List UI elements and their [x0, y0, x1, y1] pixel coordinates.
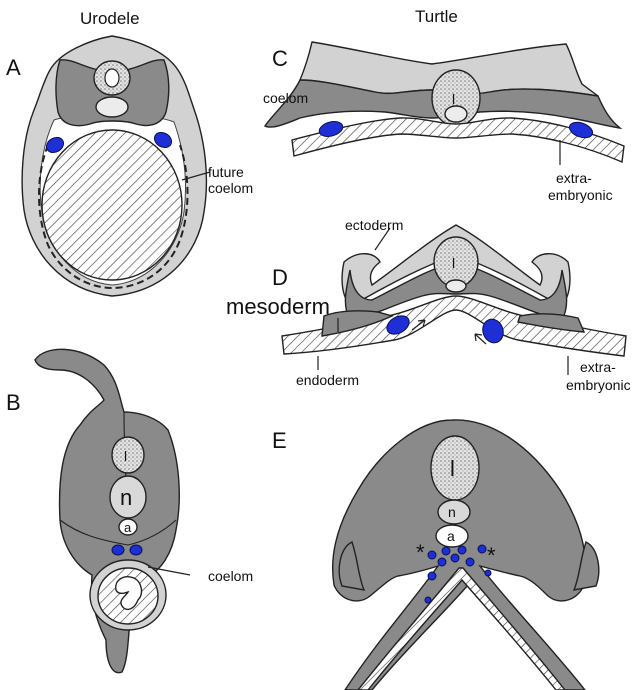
panel-e-cell — [458, 546, 466, 554]
panel-e-cell — [428, 551, 436, 559]
panel-b-letter: B — [6, 390, 21, 415]
panel-e-aorta-letter: a — [447, 528, 455, 544]
panel-d-mesoderm-text: mesoderm — [226, 294, 330, 319]
panel-b-cell-right — [130, 545, 142, 555]
panel-c: C l coelom extra- embryonic — [263, 42, 624, 203]
heading-turtle: Turtle — [415, 7, 458, 26]
panel-e-tube-letter: l — [450, 456, 455, 481]
panel-e-letter: E — [272, 428, 287, 453]
panel-b: B l n a coelom — [6, 349, 253, 672]
panel-b-tube-letter: l — [124, 448, 127, 464]
panel-d: D l ectoderm mesoderm endoderm extra- em… — [226, 217, 631, 393]
panel-a-letter: A — [6, 55, 21, 80]
panel-d-tube-letter: l — [452, 255, 455, 271]
panel-c-letter: C — [272, 46, 288, 71]
panel-a: A future coelom — [6, 36, 253, 296]
panel-e-star-left: * — [416, 540, 425, 565]
panel-d-notochord — [446, 280, 466, 292]
panel-b-notochord-letter: n — [120, 485, 132, 510]
panel-c-tube-letter: l — [452, 91, 455, 107]
panel-c-extra1-text: extra- — [556, 170, 592, 186]
panel-c-extra2-text: embryonic — [548, 187, 613, 203]
panel-d-extra2-text: embryonic — [566, 377, 631, 393]
panel-a-coelom-text: coelom — [208, 180, 253, 196]
panel-e-neural-tube — [431, 436, 479, 500]
panel-b-cell-left — [112, 545, 124, 555]
panel-b-coelom-text: coelom — [208, 568, 253, 584]
panel-e-cell — [438, 558, 446, 566]
panel-e-cell — [428, 572, 436, 580]
panel-b-neural-tube — [112, 437, 144, 473]
panel-e-cell — [425, 597, 431, 603]
panel-e-cell — [466, 558, 474, 566]
heading-urodele: Urodele — [80, 9, 140, 28]
panel-e-notochord-letter: n — [448, 504, 456, 520]
panel-a-neural-canal — [105, 69, 119, 87]
panel-e-cell — [478, 545, 486, 553]
panel-c-notochord — [445, 106, 467, 122]
panel-e-cell — [442, 547, 450, 555]
panel-b-aorta-letter: a — [124, 520, 132, 535]
panel-d-endoderm-text: endoderm — [296, 372, 359, 388]
panel-a-future-text: future — [208, 164, 244, 180]
panel-a-notochord — [96, 97, 128, 117]
panel-e: E l n a * * — [272, 420, 599, 690]
panel-d-extra1-text: extra- — [580, 359, 616, 375]
panel-d-letter: D — [272, 265, 288, 290]
panel-e-cell — [451, 554, 459, 562]
panel-d-ectoderm-text: ectoderm — [345, 217, 403, 233]
panel-c-coelom-text: coelom — [263, 90, 308, 106]
panel-a-yolk — [42, 130, 182, 280]
panel-e-star-right: * — [487, 543, 496, 568]
panel-e-cell — [485, 570, 491, 576]
